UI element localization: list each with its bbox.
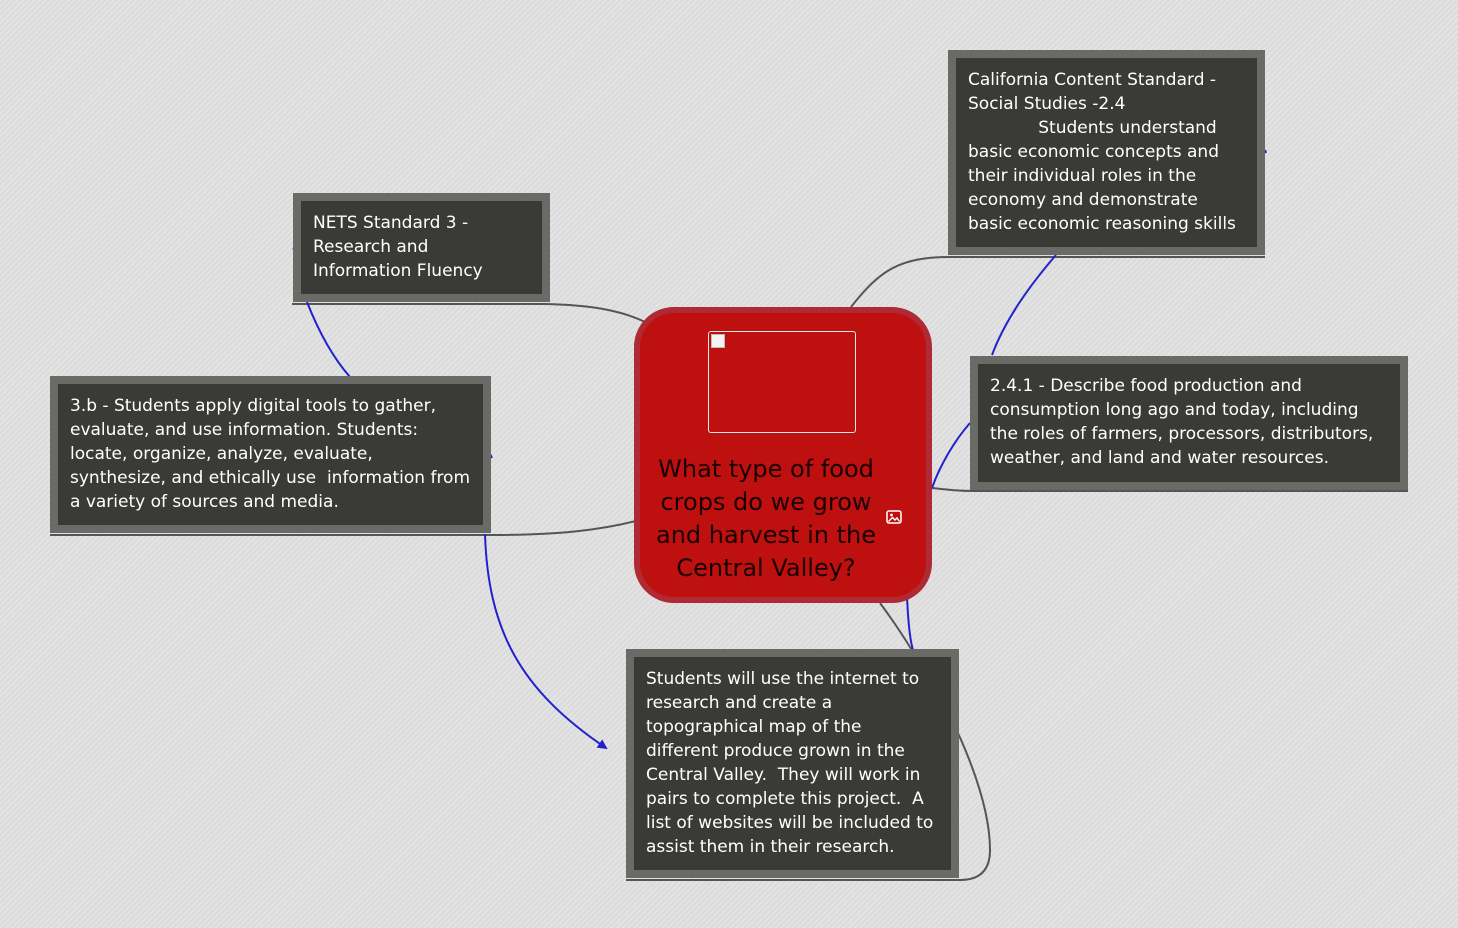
connector-ca-standard — [850, 256, 1265, 308]
node-california-standard[interactable]: California Content Standard - Social Stu… — [948, 50, 1265, 255]
node-activity-text: Students will use the internet to resear… — [634, 657, 951, 870]
connector-nets — [292, 303, 646, 323]
node-standard-241[interactable]: 2.4.1 - Describe food production and con… — [970, 356, 1408, 490]
node-nets-standard-text: NETS Standard 3 - Research and Informati… — [301, 201, 542, 294]
node-standard-241-text: 2.4.1 - Describe food production and con… — [978, 364, 1400, 482]
node-standard-3b[interactable]: 3.b - Students apply digital tools to ga… — [50, 376, 491, 533]
central-topic[interactable]: What type of food crops do we grow and h… — [634, 307, 932, 603]
node-nets-standard[interactable]: NETS Standard 3 - Research and Informati… — [293, 193, 550, 302]
node-activity[interactable]: Students will use the internet to resear… — [626, 649, 959, 878]
central-topic-title: What type of food crops do we grow and h… — [656, 455, 876, 582]
image-icon[interactable] — [885, 508, 903, 526]
broken-image-icon — [711, 334, 725, 348]
relation-central-activity — [906, 595, 914, 651]
central-image-placeholder — [708, 331, 856, 433]
relation-3b-activity — [484, 533, 608, 750]
node-california-standard-text: California Content Standard - Social Stu… — [956, 58, 1257, 247]
node-standard-3b-text: 3.b - Students apply digital tools to ga… — [58, 384, 483, 525]
